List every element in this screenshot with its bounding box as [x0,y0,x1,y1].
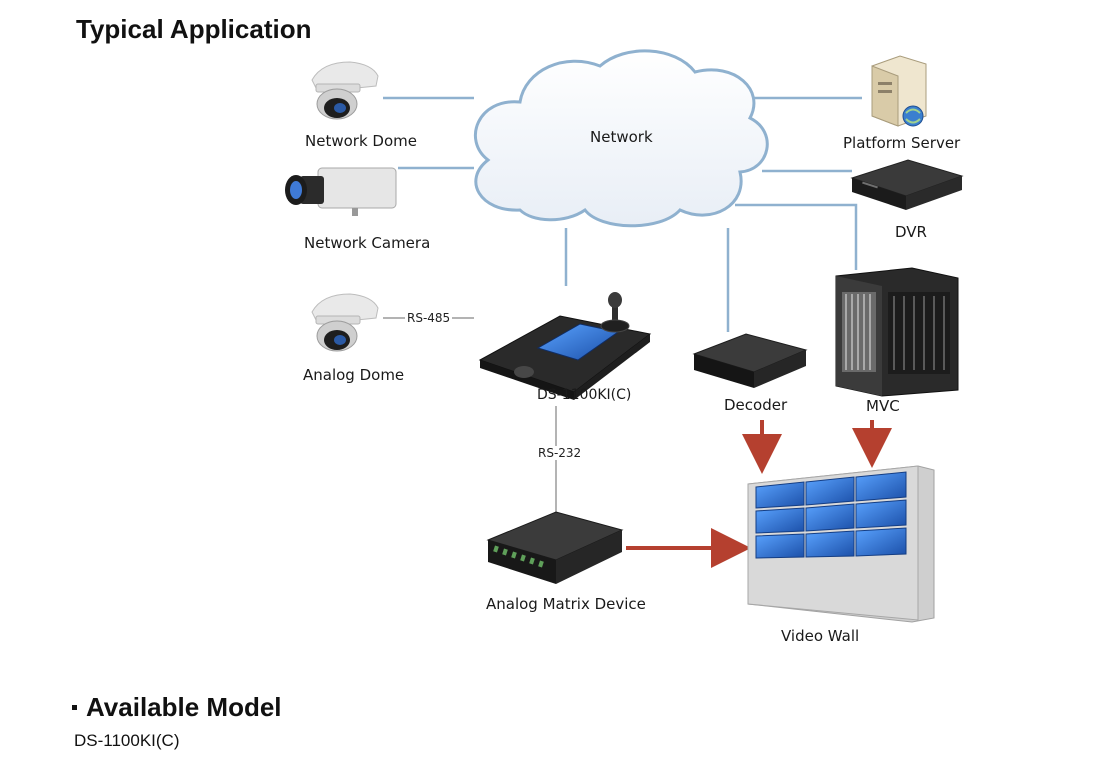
analog-matrix-icon [486,511,624,584]
keyboard-label: DS-1100KI(C) [537,387,632,403]
model-value: DS-1100KI(C) [74,731,180,750]
rs485-label: RS-485 [405,311,453,325]
analog-dome-icon [311,293,379,352]
page-title: Typical Application [76,14,312,44]
network-dome-icon [311,61,379,120]
network-camera-label: Network Camera [304,234,431,252]
video-wall-icon [747,465,935,623]
network-cloud [474,49,769,228]
dvr-icon [850,159,964,210]
network-dome-label: Network Dome [305,132,417,150]
dvr-label: DVR [895,223,927,241]
signal-arrows [626,420,892,568]
video-wall-screens [755,471,907,559]
section-heading: Available Model [86,692,282,722]
rs232-label: RS-232 [536,446,584,460]
link-mvc [735,203,858,270]
video-wall-label: Video Wall [781,627,860,645]
analog-dome-label: Analog Dome [303,366,405,384]
decoder-icon [692,333,808,388]
mvc-icon [835,267,959,397]
network-camera-icon [285,167,397,216]
keyboard-icon [478,292,652,400]
network-label: Network [590,128,653,146]
mvc-label: MVC [866,397,900,415]
bullet-icon [72,705,77,710]
decoder-label: Decoder [724,396,788,414]
analog-matrix-label: Analog Matrix Device [486,595,646,613]
server-icon [871,55,927,127]
network-links [383,96,862,332]
platform-server-label: Platform Server [843,134,961,152]
